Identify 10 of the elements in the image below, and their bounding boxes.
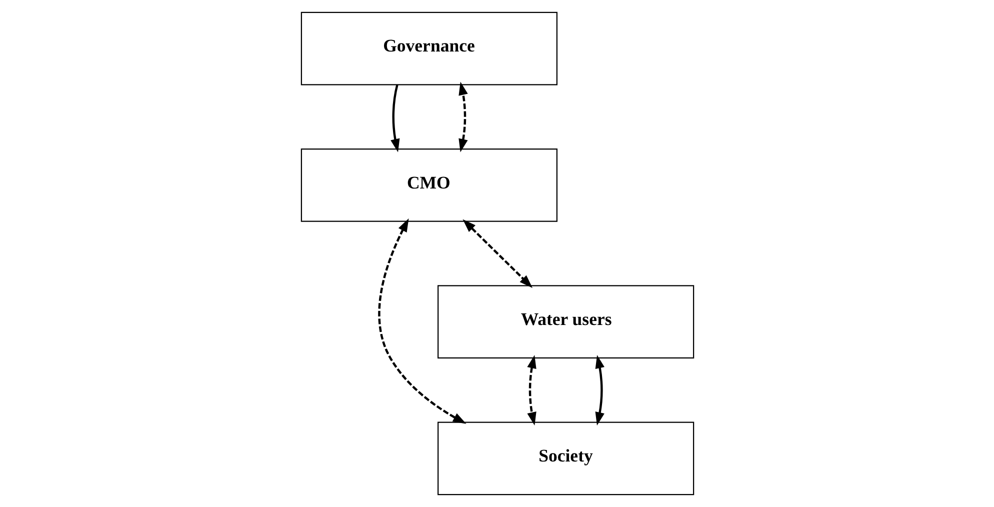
node-box: Society [437,422,694,496]
arrow [526,354,536,426]
arrow [390,84,400,152]
arrow [378,218,466,424]
node-box: Governance [300,12,557,86]
arrow [462,219,532,288]
arrow [594,354,604,426]
node-box: Water users [437,285,694,358]
arrow [458,82,468,152]
node-box: CMO [300,148,557,222]
